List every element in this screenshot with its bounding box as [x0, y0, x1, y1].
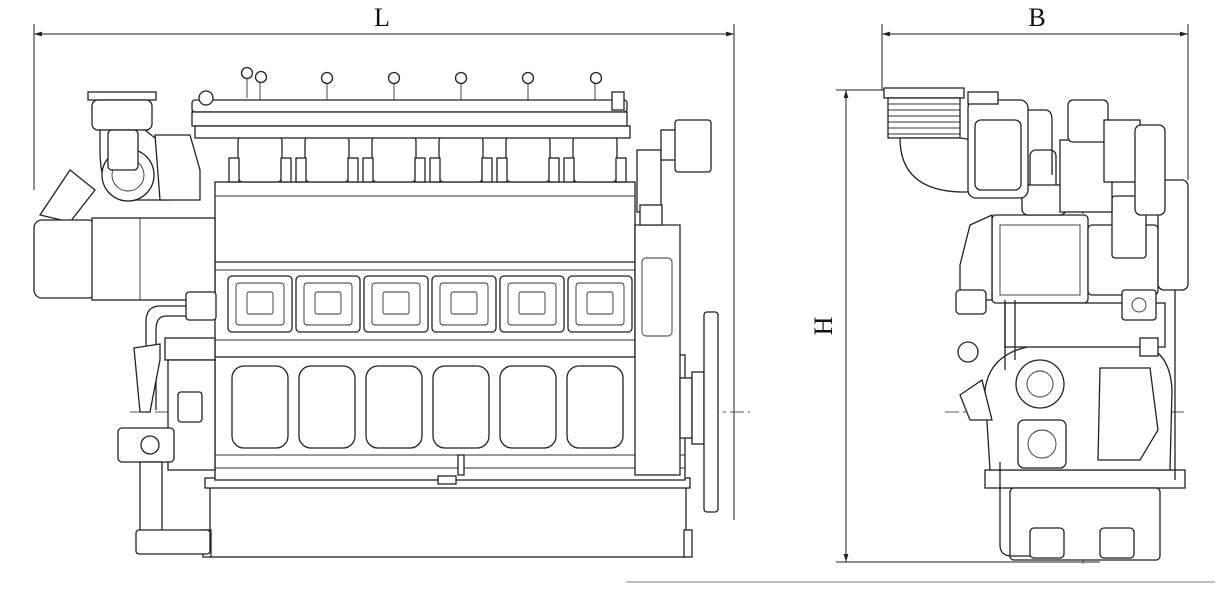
length-label: L: [374, 3, 390, 32]
inspection-covers: [227, 275, 633, 333]
engine-end-view: [883, 87, 1189, 565]
height-label: H: [809, 316, 838, 335]
pumps-piping: [117, 291, 217, 555]
governor: [636, 119, 712, 226]
dimension-width: B: [881, 3, 1189, 180]
width-label: B: [1028, 3, 1045, 32]
turbocharger: [33, 91, 216, 301]
exhaust-manifold: [191, 90, 631, 139]
bellows: [888, 103, 960, 135]
engine-side-view: [33, 66, 750, 558]
dimension-length: L: [33, 3, 735, 520]
